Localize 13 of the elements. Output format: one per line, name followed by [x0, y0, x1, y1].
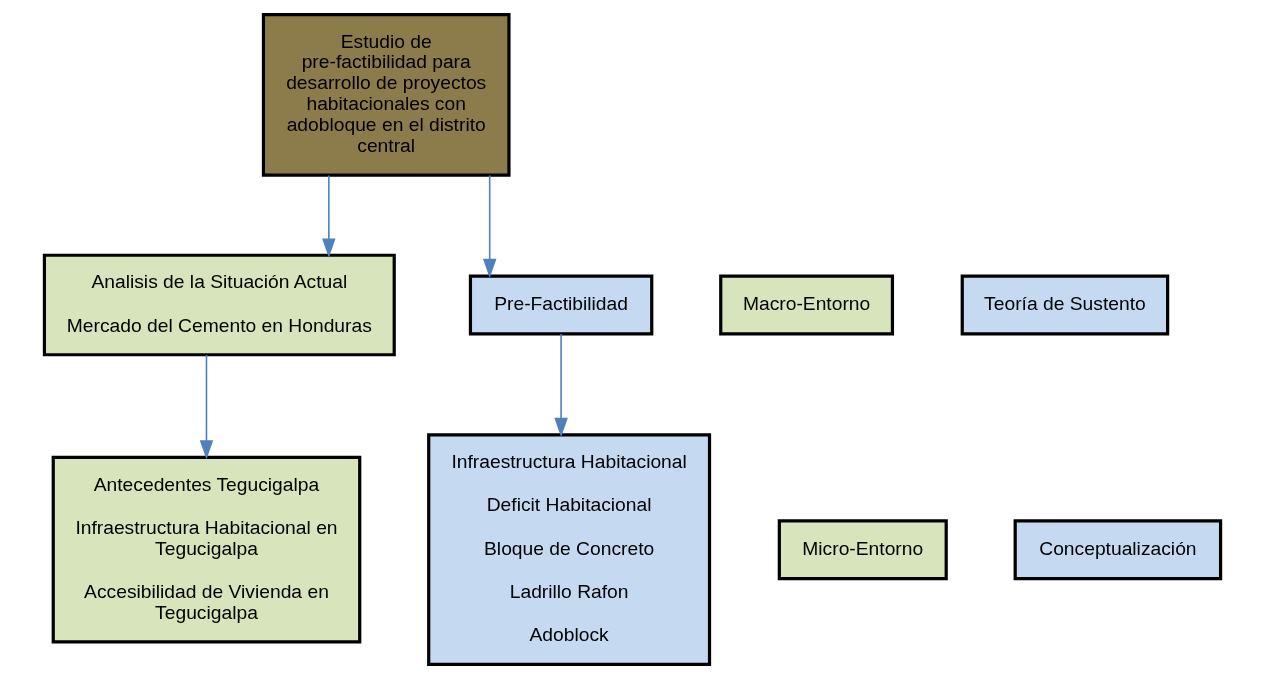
arrow	[199, 354, 214, 460]
node-box: Micro-Entorno	[777, 519, 948, 581]
node-box: Macro-Entorno	[719, 274, 895, 336]
node-box: Pre-Factibilidad	[468, 274, 654, 336]
node-box: Estudio de pre-factibilidad para desarrollo de proyectos habitacionales con adobloque en el distrito central	[261, 12, 511, 177]
arrow	[554, 333, 568, 438]
arrow	[322, 174, 336, 258]
node-box: Infraestructura Habitacional Deficit Habitacional Bloque de Concreto Ladrillo Rafon Adoblock	[427, 433, 712, 667]
node-box: Teoría de Sustento	[960, 274, 1170, 336]
node-box: Antecedentes Tegucigalpa Infraestructura Habitacional en Tegucigalpa Accesibilidad de Vivienda en Tegucigalpa	[51, 455, 362, 644]
node-box: Conceptualización	[1013, 519, 1223, 581]
node-box: Analisis de la Situación Actual Mercado del Cemento en Honduras	[42, 253, 396, 357]
arrow	[482, 174, 497, 279]
